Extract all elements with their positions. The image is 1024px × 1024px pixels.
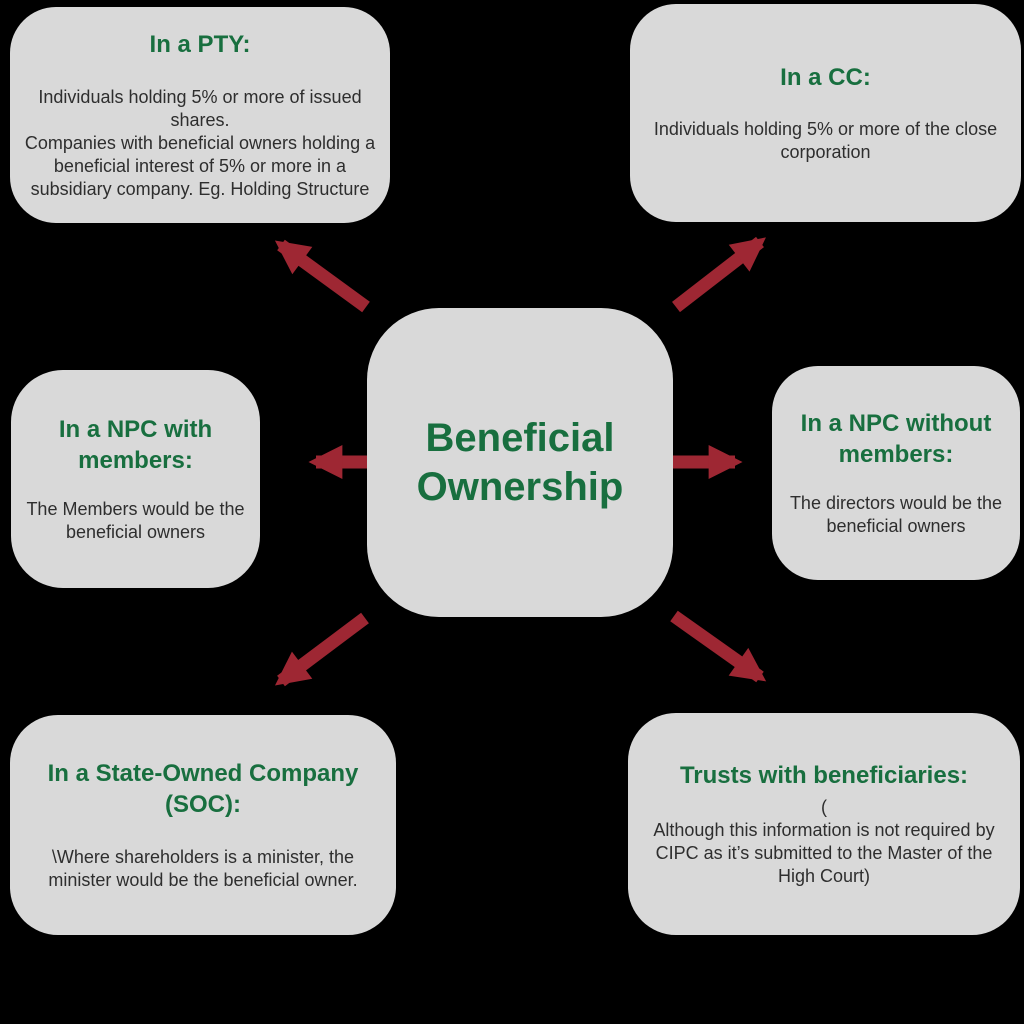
node-npc-without-members: In a NPC without members: The directors … [772, 366, 1020, 580]
arrow-center-to-trusts [670, 610, 767, 683]
node-pty-body: Individuals holding 5% or more of issued… [24, 87, 376, 200]
node-pty: In a PTY: Individuals holding 5% or more… [10, 7, 390, 223]
node-trusts: Trusts with beneficiaries: ( Although th… [628, 713, 1020, 935]
arrow-center-to-cc [672, 236, 766, 313]
node-cc-heading: In a CC: [780, 64, 871, 92]
node-npc-with-members: In a NPC with members: The Members would… [11, 370, 260, 588]
node-soc-body: \Where shareholders is a minister, the m… [48, 847, 358, 891]
node-npc-without-members-body: The directors would be the beneficial ow… [789, 493, 1003, 537]
center-node-title: Beneficial Ownership [416, 415, 624, 509]
node-trusts-heading: Trusts with beneficiaries: [679, 762, 969, 790]
node-npc-with-members-heading: In a NPC with members: [58, 415, 213, 474]
node-soc-heading: In a State-Owned Company (SOC): [47, 759, 359, 818]
center-node: Beneficial Ownership [367, 308, 673, 617]
node-pty-heading: In a PTY: [149, 30, 251, 58]
node-npc-without-members-heading: In a NPC without members: [800, 409, 992, 468]
arrow-center-to-soc [274, 612, 369, 687]
node-trusts-body: ( Although this information is not requi… [653, 796, 995, 886]
node-cc: In a CC: Individuals holding 5% or more … [630, 4, 1021, 222]
node-soc: In a State-Owned Company (SOC): \Where s… [10, 715, 396, 935]
node-cc-body: Individuals holding 5% or more of the cl… [653, 118, 998, 162]
node-npc-with-members-body: The Members would be the beneficial owne… [26, 499, 245, 543]
arrow-center-to-pty [274, 239, 370, 313]
